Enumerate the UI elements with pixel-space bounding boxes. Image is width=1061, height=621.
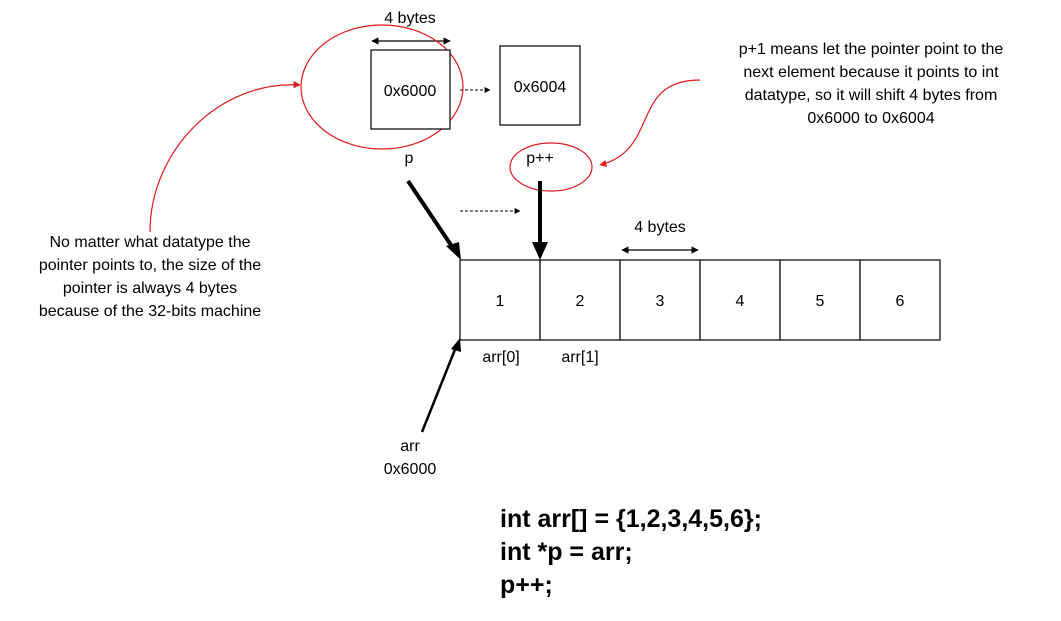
increment-highlight-ellipse <box>509 142 593 192</box>
array-cell <box>859 259 941 341</box>
pointer-size-label: 4 bytes <box>384 10 436 27</box>
array-cell-value: 1 <box>496 293 505 310</box>
array-name-label: arr <box>400 438 420 455</box>
array-cell-value: 6 <box>896 293 905 310</box>
left-note-line: because of the 32-bits machine <box>39 303 261 320</box>
right-note-connector <box>599 79 701 167</box>
array-cell <box>619 259 701 341</box>
code-line: p++; <box>500 571 553 599</box>
next-address-box <box>499 45 581 126</box>
array-cell <box>779 259 861 341</box>
array-cell <box>699 259 781 341</box>
array-cell-value: 3 <box>656 293 665 310</box>
array-index-label: arr[1] <box>561 349 598 366</box>
element-size-label: 4 bytes <box>634 219 686 236</box>
right-note-line: p+1 means let the pointer point to the <box>739 41 1004 58</box>
arr-arrow-head <box>451 338 461 352</box>
array-cells: 1 2 3 4 5 6 <box>459 259 941 341</box>
pointer-name-label: p <box>405 150 414 167</box>
code-line: int *p = arr; <box>500 538 633 566</box>
left-note-line: pointer is always 4 bytes <box>63 280 237 297</box>
array-cell <box>539 259 621 341</box>
code-block: int arr[] = {1,2,3,4,5,6}; int *p = arr;… <box>500 505 762 599</box>
pp-to-arr1-arrow-head <box>532 242 548 260</box>
array-index-label: arr[0] <box>482 349 519 366</box>
left-note: No matter what datatype the pointer poin… <box>39 234 261 320</box>
right-note-line: datatype, so it will shift 4 bytes from <box>745 87 998 104</box>
right-note-line: 0x6000 to 0x6004 <box>807 110 934 127</box>
array-cell <box>459 259 541 341</box>
p-to-arr0-arrow-shaft <box>406 179 457 253</box>
pointer-variable-group: 4 bytes 0x6000 p <box>300 10 464 167</box>
array-address-label: 0x6000 <box>384 461 437 478</box>
array-cell-value: 4 <box>736 293 745 310</box>
left-note-line: No matter what datatype the <box>50 234 251 251</box>
array-cell-value: 5 <box>816 293 825 310</box>
next-address-value: 0x6004 <box>514 79 567 96</box>
pointer-address-box <box>370 49 451 130</box>
pointer-address-value: 0x6000 <box>384 83 437 100</box>
arr-arrow-shaft <box>420 346 458 433</box>
pointer-highlight-ellipse <box>300 24 464 150</box>
incremented-pointer-group: 0x6004 p++ <box>499 45 593 192</box>
right-note-line: next element because it points to int <box>743 64 999 81</box>
code-line: int arr[] = {1,2,3,4,5,6}; <box>500 505 762 533</box>
right-note: p+1 means let the pointer point to the n… <box>739 41 1004 127</box>
increment-label: p++ <box>526 150 554 167</box>
left-note-line: pointer points to, the size of the <box>39 257 261 274</box>
p-to-arr0-arrow-head <box>446 242 461 260</box>
left-note-connector <box>149 81 301 233</box>
array-cell-value: 2 <box>576 293 585 310</box>
